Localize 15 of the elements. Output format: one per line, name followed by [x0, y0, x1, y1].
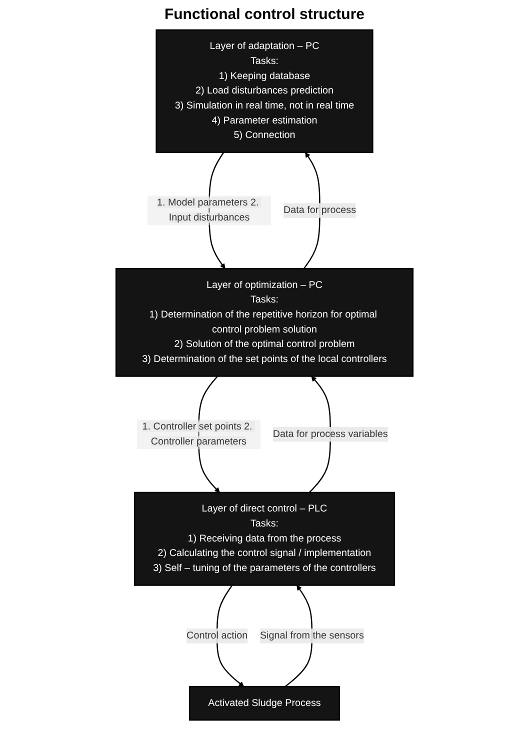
edge-label: Data for process [283, 204, 356, 216]
node-box: Layer of direct control – PLC Tasks: 1) Receiving data from the process 2) Calculating the control signal / implementation 3) Self – tuning of the parameters of the controllers [134, 492, 396, 586]
edge-label: 1. Model parameters 2. Input disturbances [157, 198, 259, 223]
arrow [284, 585, 313, 688]
edge-label: Signal from the sensors [260, 630, 364, 641]
edge-label: Control action [186, 630, 248, 641]
arrow [303, 152, 320, 269]
edge-label: Data for process variables [272, 428, 388, 440]
node-box: Layer of optimization – PC Tasks: 1) Determination of the repetitive horizon for optimal control problem solution 2) Solution of the optimal control problem 3) Determination of the set points of the local controllers [115, 268, 414, 377]
arrow [216, 584, 244, 687]
diagram-title: Functional control structure [163, 6, 366, 23]
arrow [308, 376, 331, 493]
edge-label: 1. Controller set points 2. Controller parameters [142, 421, 252, 447]
node-box: Activated Sludge Process [188, 686, 340, 721]
node-box: Layer of adaptation – PC Tasks: 1) Keeping database 2) Load disturbances prediction 3) Simulation in real time, not in real time 4) Parameter estimation 5) Connection [156, 29, 374, 153]
